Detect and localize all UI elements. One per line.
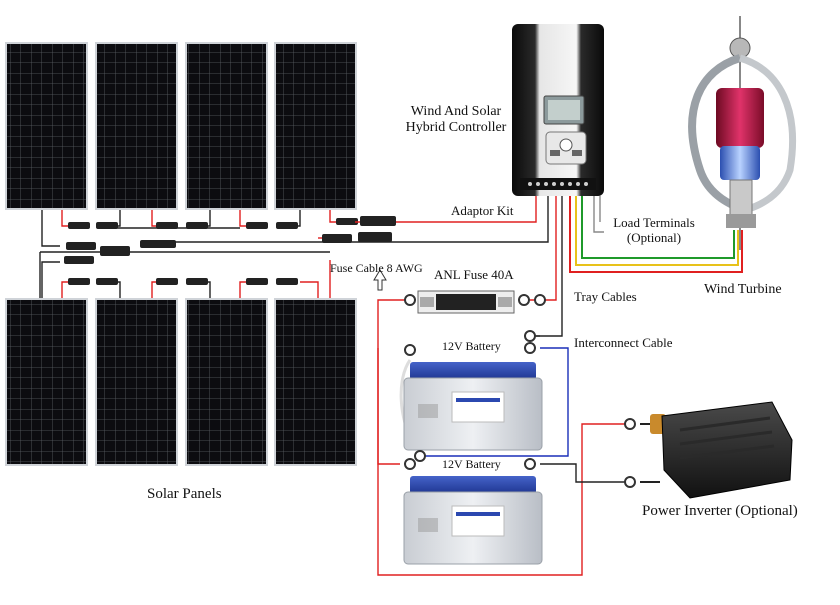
load-terminals-line1: Load Terminals — [613, 215, 695, 230]
load-terminals-label: Load Terminals (Optional) — [604, 215, 704, 246]
solar-panels-label: Solar Panels — [147, 486, 222, 502]
fuse-cable — [377, 299, 630, 576]
interconnect-cable-label: Interconnect Cable — [574, 335, 673, 350]
controller-label-line1: Wind And Solar — [410, 104, 502, 119]
wind-turbine-wires — [569, 196, 743, 273]
solar-panel-array-top — [5, 42, 357, 210]
controller-label: Wind And Solar Hybrid Controller — [398, 104, 514, 136]
solar-panel-array-bottom — [5, 298, 357, 466]
wind-turbine — [688, 16, 797, 250]
controller-label-line2: Hybrid Controller — [405, 120, 507, 136]
solar-panel — [5, 298, 88, 466]
solar-panel — [95, 298, 178, 466]
fuse-cable-label: Fuse Cable 8 AWG — [330, 261, 423, 275]
tray-cables — [530, 196, 563, 337]
load-terminals-line2: (Optional) — [626, 229, 682, 245]
inverter-wiring — [540, 463, 630, 483]
hybrid-controller — [512, 24, 604, 196]
battery-bottom — [403, 450, 543, 565]
battery-bottom-label: 12V Battery — [442, 457, 501, 471]
branch-connectors — [39, 240, 360, 298]
tray-cables-label: Tray Cables — [574, 289, 637, 304]
solar-panel — [274, 298, 357, 466]
battery-top — [399, 330, 543, 451]
solar-panel — [95, 42, 178, 210]
solar-panel — [5, 42, 88, 210]
adaptor-kit — [318, 196, 549, 243]
adaptor-kit-label: Adaptor Kit — [451, 203, 514, 218]
wind-turbine-label: Wind Turbine — [704, 282, 782, 297]
mc4-connectors-top — [68, 218, 358, 229]
power-inverter-label: Power Inverter (Optional) — [642, 503, 798, 519]
battery-top-label: 12V Battery — [442, 339, 501, 353]
up-arrow-icon — [373, 269, 387, 291]
solar-panel — [185, 298, 268, 466]
solar-panel — [185, 42, 268, 210]
anl-fuse — [404, 290, 546, 314]
anl-fuse-label: ANL Fuse 40A — [434, 267, 514, 282]
solar-panel — [274, 42, 357, 210]
mc4-connectors-bottom — [68, 278, 298, 285]
power-inverter — [624, 401, 793, 499]
